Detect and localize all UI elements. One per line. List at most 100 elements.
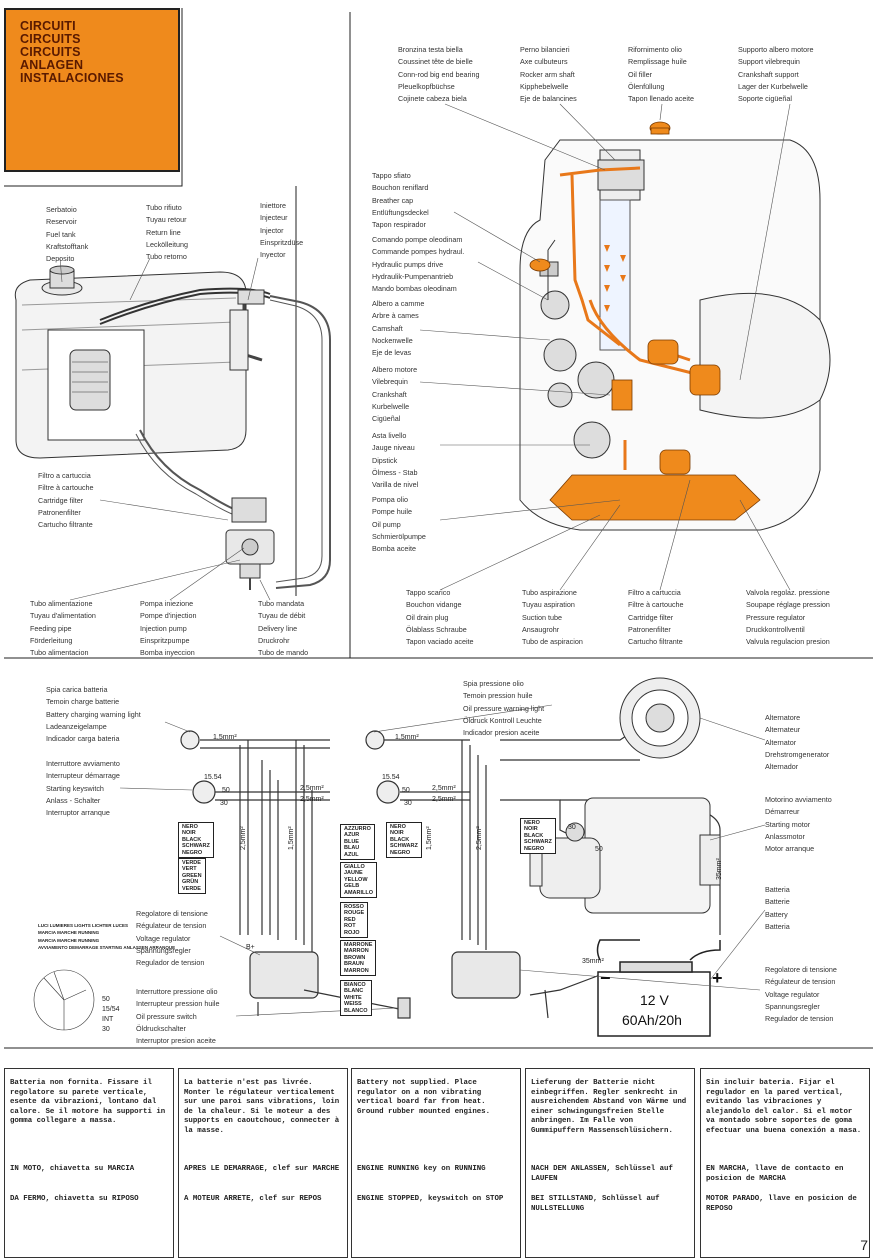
spec-vertical-left-25: 2,5mm² [240,826,247,850]
battery-illustration [596,939,721,1037]
section-frames [4,8,873,1049]
note-de-stopped: BEI STILLSTAND, Schlüssel auf NULLSTELLU… [531,1195,660,1213]
key-label-50: 50 [102,996,110,1003]
spec-term-left-30: 30 [220,800,228,807]
spec-wire-right-3: 2,5mm² [432,796,456,803]
spec-term-right-30: 30 [404,800,412,807]
spec-starter-30: 30 [568,824,576,831]
note-es-running: EN MARCHA, llave de contacto en posicion… [706,1165,844,1183]
title-line-it: CIRCUITI [20,19,76,33]
note-fr-running: APRES LE DEMARRAGE, clef sur MARCHE [184,1165,340,1173]
note-en-running: ENGINE RUNNING key on RUNNING [357,1165,486,1173]
spec-term-left-50: 50 [222,787,230,794]
note-fr-supplied: La batterie n'est pas livrée. Monter le … [184,1079,340,1135]
starter-motor-illustration [529,797,721,914]
note-de-supplied: Lieferung der Batterie nicht einbegriffe… [531,1079,687,1135]
key-label-1554: 15/54 [102,1006,120,1013]
spec-wire-left-2: 2,5mm² [300,785,324,792]
spec-vertical-right-25: 2,5mm² [476,826,483,850]
spec-term-right-50: 50 [402,787,410,794]
battery-minus: − [600,968,611,988]
battery-capacity: 60Ah/20h [622,1012,682,1028]
note-en-supplied: Battery not supplied. Place regulator on… [357,1079,491,1116]
elec-leader-lines [119,704,766,1017]
spec-regulator-b-plus: B+ [246,944,255,951]
note-es-stopped: MOTOR PARADO, llave en posicion de REPOS… [706,1195,857,1213]
note-fr: La batterie n'est pas livrée. Monter le … [178,1068,348,1258]
title-line-fr: CIRCUITS [20,32,81,46]
battery-voltage: 12 V [640,992,669,1008]
spec-wire-left-3: 2,5mm² [300,796,324,803]
key-label-30: 30 [102,1026,110,1033]
fuel-leader-lines [59,257,271,601]
note-es: Sin incluir bateria. Fijar el regulador … [700,1068,870,1258]
note-de-running: NACH DEM ANLASSEN, Schlüssel auf LAUFEN [531,1165,673,1183]
note-it-supplied: Batteria non fornita. Fissare il regolat… [10,1079,166,1126]
note-it-running: IN MOTO, chiavetta su MARCIA [10,1165,135,1173]
alternator-illustration [619,677,701,759]
spec-battery-cable-1: 35mm² [582,958,604,965]
key-label-int: INT [102,1016,114,1023]
spec-battery-cable-2: 35mm² [716,858,723,880]
spec-wire-right-1: 1,5mm² [395,734,419,741]
note-fr-stopped: A MOTEUR ARRETE, clef sur REPOS [184,1195,322,1203]
title-line-es: INSTALACIONES [20,71,124,85]
spec-term-right-1554: 15.54 [382,774,400,781]
title-line-de: ANLAGEN [20,58,84,72]
spec-starter-50: 50 [595,846,603,853]
wiring-scheme-left [33,730,411,1031]
fuel-system-illustration [14,265,331,590]
spec-wire-left-1: 1,5mm² [213,734,237,741]
note-de: Lieferung der Batterie nicht einbegriffe… [525,1068,695,1258]
spec-term-left-1554: 15.54 [204,774,222,781]
oil-highlight-parts [529,121,761,521]
lube-leader-lines [419,103,791,591]
note-es-supplied: Sin incluir bateria. Fijar el regulador … [706,1079,862,1135]
note-it-stopped: DA FERMO, chiavetta su RIPOSO [10,1195,139,1203]
section-title-box: CIRCUITI CIRCUITS CIRCUITS ANLAGEN INSTA… [4,8,180,172]
note-en: Battery not supplied. Place regulator on… [351,1068,521,1258]
page-number: 7 [860,1237,868,1253]
wiring-scheme-right [365,719,721,1019]
spec-vertical-left-15: 1,5mm² [288,826,295,850]
note-en-stopped: ENGINE STOPPED, keyswitch on STOP [357,1195,504,1203]
